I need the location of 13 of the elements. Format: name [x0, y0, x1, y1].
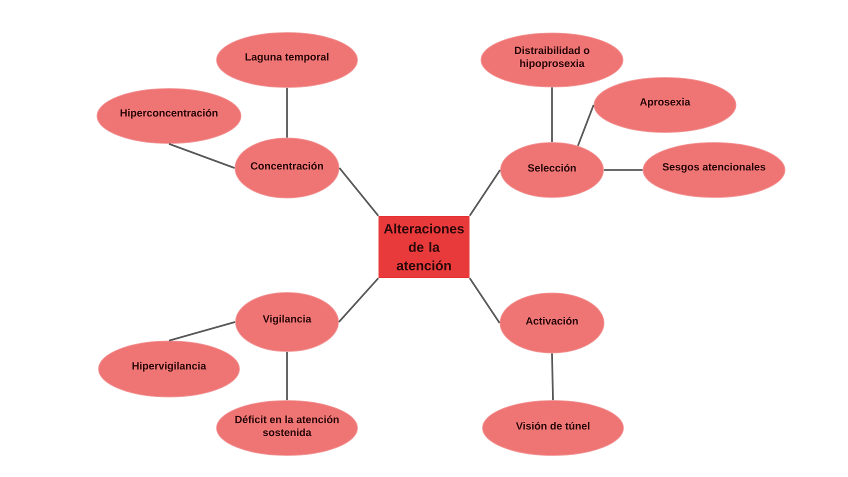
connector-line: [338, 278, 379, 323]
connector-line: [286, 88, 288, 138]
connector-line: [168, 143, 235, 169]
connector-line: [286, 352, 288, 400]
connector-line: [551, 87, 553, 142]
connector-line: [338, 167, 379, 216]
connector-line: [604, 169, 643, 171]
connector-line: [551, 353, 554, 400]
connector-line: [577, 104, 594, 146]
central-topic-box: Alteraciones de la atención: [378, 216, 470, 278]
connector-line: [168, 321, 236, 342]
connector-line: [468, 278, 500, 324]
connector-line: [468, 169, 501, 216]
